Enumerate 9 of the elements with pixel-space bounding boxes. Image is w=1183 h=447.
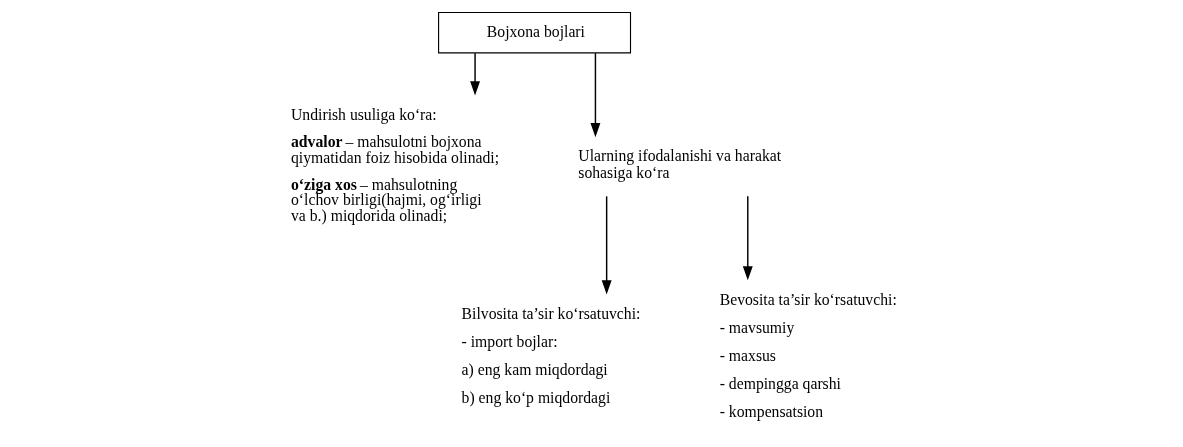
node-text: Undirish usuliga ko‘ra: advalor – mahsulotni bojxona qiymatidan foiz hisobida olinadi; o‘ziga xos – mahsulotning o‘lchov birligi(hajmi, og‘irligi va b.) miqdorida olinadi; bbox=[291, 105, 500, 224]
arrow bbox=[742, 195, 753, 281]
node-box: Bojxona bojlari bbox=[438, 11, 632, 54]
node-text: Bevosita ta’sir ko‘rsatuvchi: - mavsumiy - maxsus - dempingga qarshi - kompensatsion bbox=[719, 291, 897, 421]
node-text: Bilvosita ta’sir ko‘rsatuvchi: - import bojlar: a) eng kam miqdordagi b) eng ko‘p miqdordagi bbox=[461, 304, 641, 406]
arrow bbox=[601, 195, 612, 295]
arrow bbox=[590, 52, 601, 138]
arrow bbox=[470, 52, 480, 96]
node-text: Ularning ifodalanishi va harakat sohasiga ko‘ra bbox=[578, 147, 782, 182]
